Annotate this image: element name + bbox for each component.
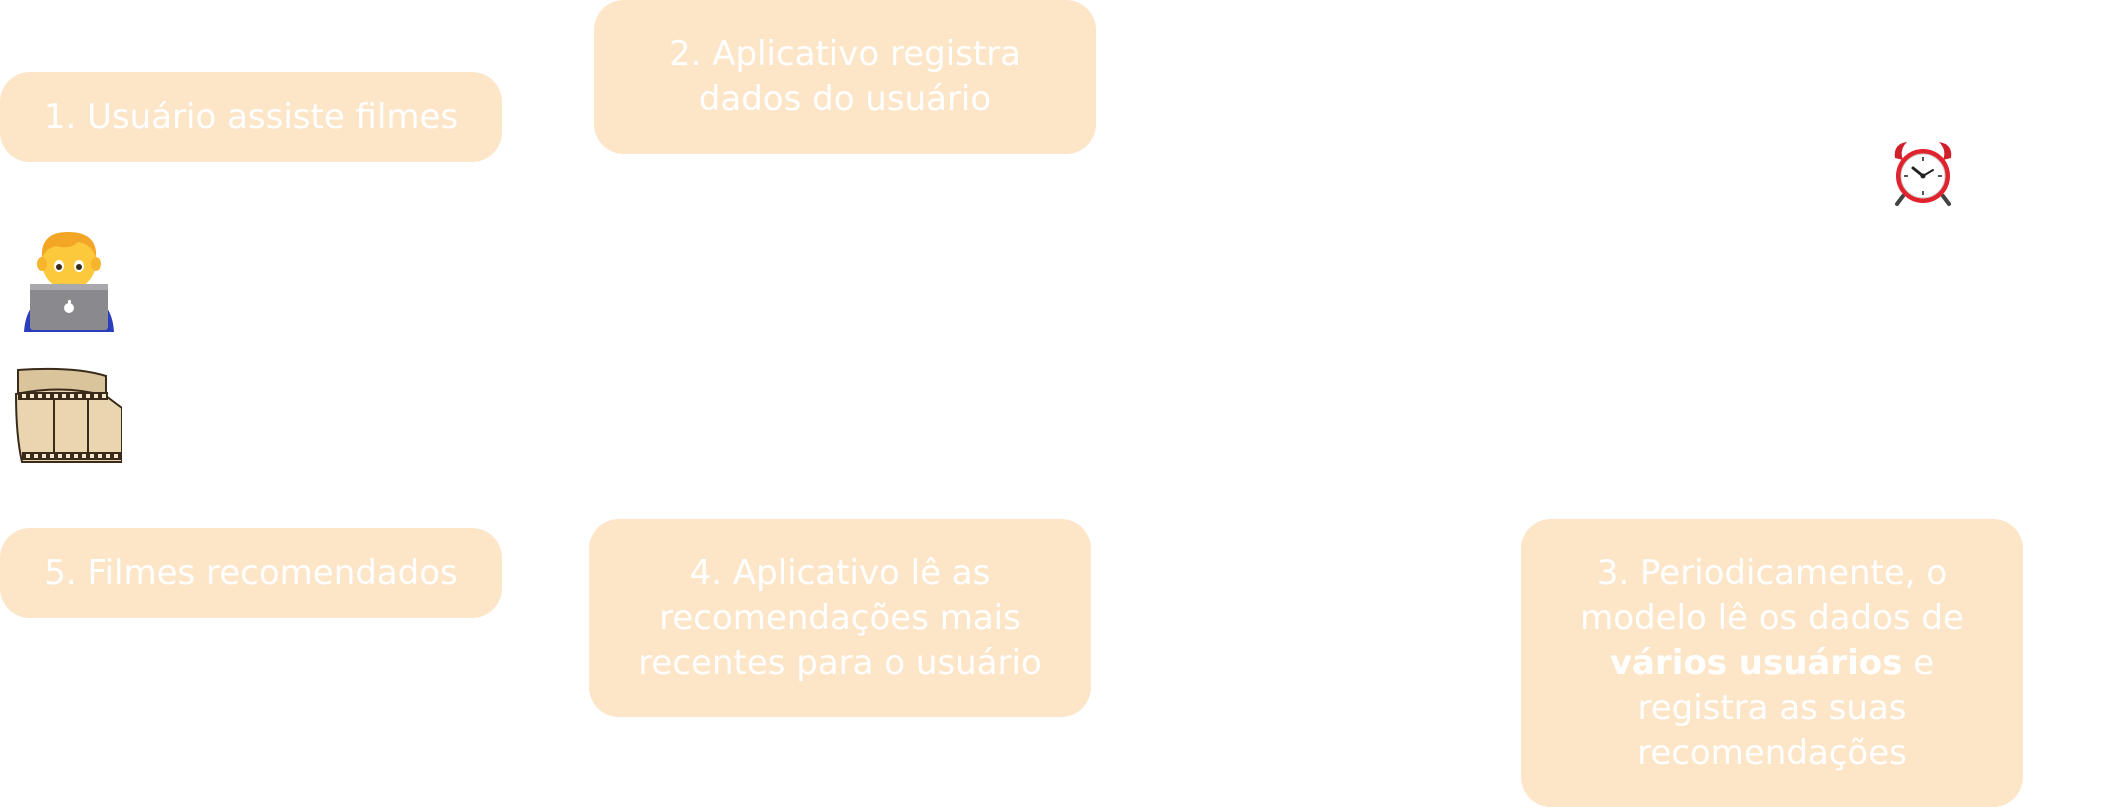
step-3-label: 3. Periodicamente, o modelo lê os dados … (1580, 551, 1964, 776)
step-2-label: 2. Aplicativo registra dados do usuário (668, 34, 1022, 119)
step-3-box: 3. Periodicamente, o modelo lê os dados … (1521, 519, 2023, 807)
step-3-bold-text: vários usuários (1609, 642, 1903, 683)
step-5-box: 5. Filmes recomendados (0, 528, 502, 618)
step-5-label: 5. Filmes recomendados (44, 552, 458, 593)
person-at-laptop-icon (22, 228, 116, 332)
step-3-text-after: e registra as suas recomendações (1637, 642, 1935, 773)
step-1-label: 1. Usuário assiste filmes (43, 96, 459, 137)
film-strip-icon (14, 366, 123, 466)
step-2-box: 2. Aplicativo registra dados do usuário (594, 0, 1096, 154)
step-4-label: 4. Aplicativo lê as recomendações mais r… (638, 552, 1042, 683)
step-4-box: 4. Aplicativo lê as recomendações mais r… (589, 519, 1091, 717)
step-1-box: 1. Usuário assiste filmes (0, 72, 502, 162)
step-3-text-before: 3. Periodicamente, o modelo lê os dados … (1580, 552, 1964, 638)
alarm-clock-icon (1889, 140, 1957, 206)
